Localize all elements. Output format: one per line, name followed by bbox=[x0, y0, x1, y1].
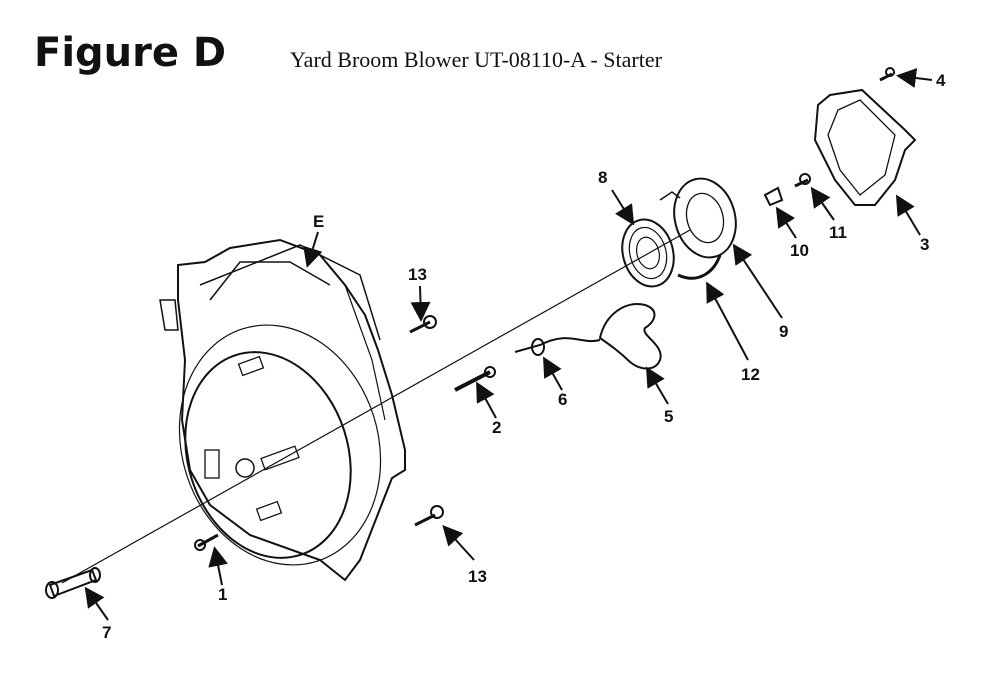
callout-8: 8 bbox=[598, 168, 607, 187]
callout-9: 9 bbox=[779, 322, 788, 341]
part-13-lower-screw bbox=[414, 505, 444, 527]
part-1-screw bbox=[194, 533, 219, 551]
arrow-7 bbox=[84, 586, 109, 621]
callout-arrows bbox=[84, 68, 933, 621]
callout-13-upper: 13 bbox=[408, 265, 427, 284]
arrow-3 bbox=[895, 194, 921, 236]
diagram-title: Yard Broom Blower UT-08110-A - Starter bbox=[290, 47, 662, 72]
part-11-screw bbox=[794, 173, 811, 188]
fan-housing bbox=[159, 238, 406, 582]
figure-label: Figure D bbox=[34, 30, 227, 76]
callout-10: 10 bbox=[790, 241, 809, 260]
callout-2: 2 bbox=[492, 418, 501, 437]
arrow-8 bbox=[611, 189, 635, 226]
arrow-5 bbox=[645, 366, 669, 405]
arrow-2 bbox=[476, 381, 497, 419]
callout-3: 3 bbox=[920, 235, 929, 254]
part-9-pulley bbox=[659, 177, 737, 259]
arrow-E bbox=[303, 231, 323, 268]
arrow-13-lower bbox=[442, 525, 475, 561]
part-13-upper-screw bbox=[409, 315, 437, 334]
part-4-screw bbox=[879, 67, 895, 82]
part-6-rope bbox=[514, 337, 601, 356]
arrow-6 bbox=[543, 356, 563, 391]
callout-6: 6 bbox=[558, 390, 567, 409]
callout-13-lower: 13 bbox=[468, 567, 487, 586]
arrow-4 bbox=[896, 68, 933, 88]
callout-12: 12 bbox=[741, 365, 760, 384]
callout-4: 4 bbox=[936, 71, 946, 90]
arrow-13-upper bbox=[410, 285, 431, 322]
callout-1: 1 bbox=[218, 585, 227, 604]
arrow-10 bbox=[775, 206, 797, 239]
callout-E: E bbox=[313, 212, 324, 231]
part-5-handle bbox=[598, 303, 662, 370]
callout-11: 11 bbox=[829, 223, 847, 242]
arrow-1 bbox=[208, 546, 228, 586]
assembly-axis-line bbox=[61, 229, 691, 584]
arrow-11 bbox=[810, 186, 835, 221]
arrow-9 bbox=[732, 243, 783, 319]
part-8-spring bbox=[621, 218, 675, 288]
arrow-12 bbox=[706, 281, 749, 361]
part-3-cover bbox=[813, 88, 917, 206]
part-10-pawl bbox=[763, 186, 784, 207]
part-12-rope-guide bbox=[677, 254, 722, 280]
callout-5: 5 bbox=[664, 407, 673, 426]
callout-7: 7 bbox=[102, 623, 111, 642]
part-2-bolt bbox=[454, 366, 496, 392]
part-7-shaft bbox=[45, 567, 101, 599]
